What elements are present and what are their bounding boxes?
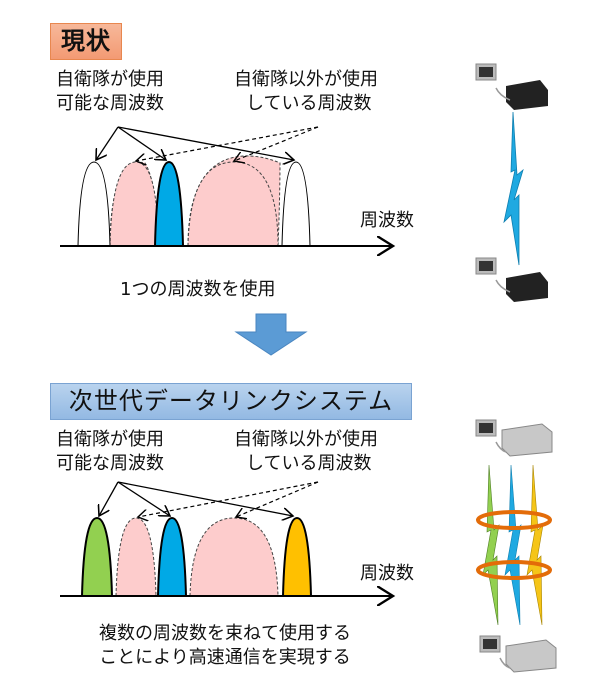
caption-line: ことにより高速通信を実現する [99,647,351,668]
note-line: 可能な周波数 [56,453,164,474]
note-line: 可能な周波数 [56,93,164,114]
next-axis-label: 周波数 [360,563,414,584]
next-caption: 複数の周波数を束ねて使用する ことにより高速通信を実現する [40,622,410,670]
note-line: している周波数 [246,453,372,474]
next-other-frequency-note: 自衛隊以外が使用 している周波数 [234,428,378,476]
terminal-icon [475,419,553,457]
note-line: している周波数 [246,93,372,114]
note-line: 自衛隊が使用 [56,69,164,90]
current-usable-frequency-note: 自衛隊が使用 可能な周波数 [56,68,164,116]
current-caption: 1つの周波数を使用 [120,279,276,300]
note-line: 自衛隊が使用 [56,429,164,450]
current-other-frequency-note: 自衛隊以外が使用 している周波数 [234,68,378,116]
bundle-ring-icon [476,510,552,580]
caption-line: 複数の周波数を束ねて使用する [99,623,351,644]
current-axis-label: 周波数 [360,210,414,231]
terminal-icon [475,63,548,110]
terminal-icon [479,635,557,673]
note-line: 自衛隊以外が使用 [234,429,378,450]
current-section-label: 現状 [50,23,122,60]
next-section-label: 次世代データリンクシステム [50,383,412,420]
next-usable-frequency-note: 自衛隊が使用 可能な周波数 [56,428,164,476]
terminal-icon [475,257,548,302]
note-line: 自衛隊以外が使用 [234,69,378,90]
